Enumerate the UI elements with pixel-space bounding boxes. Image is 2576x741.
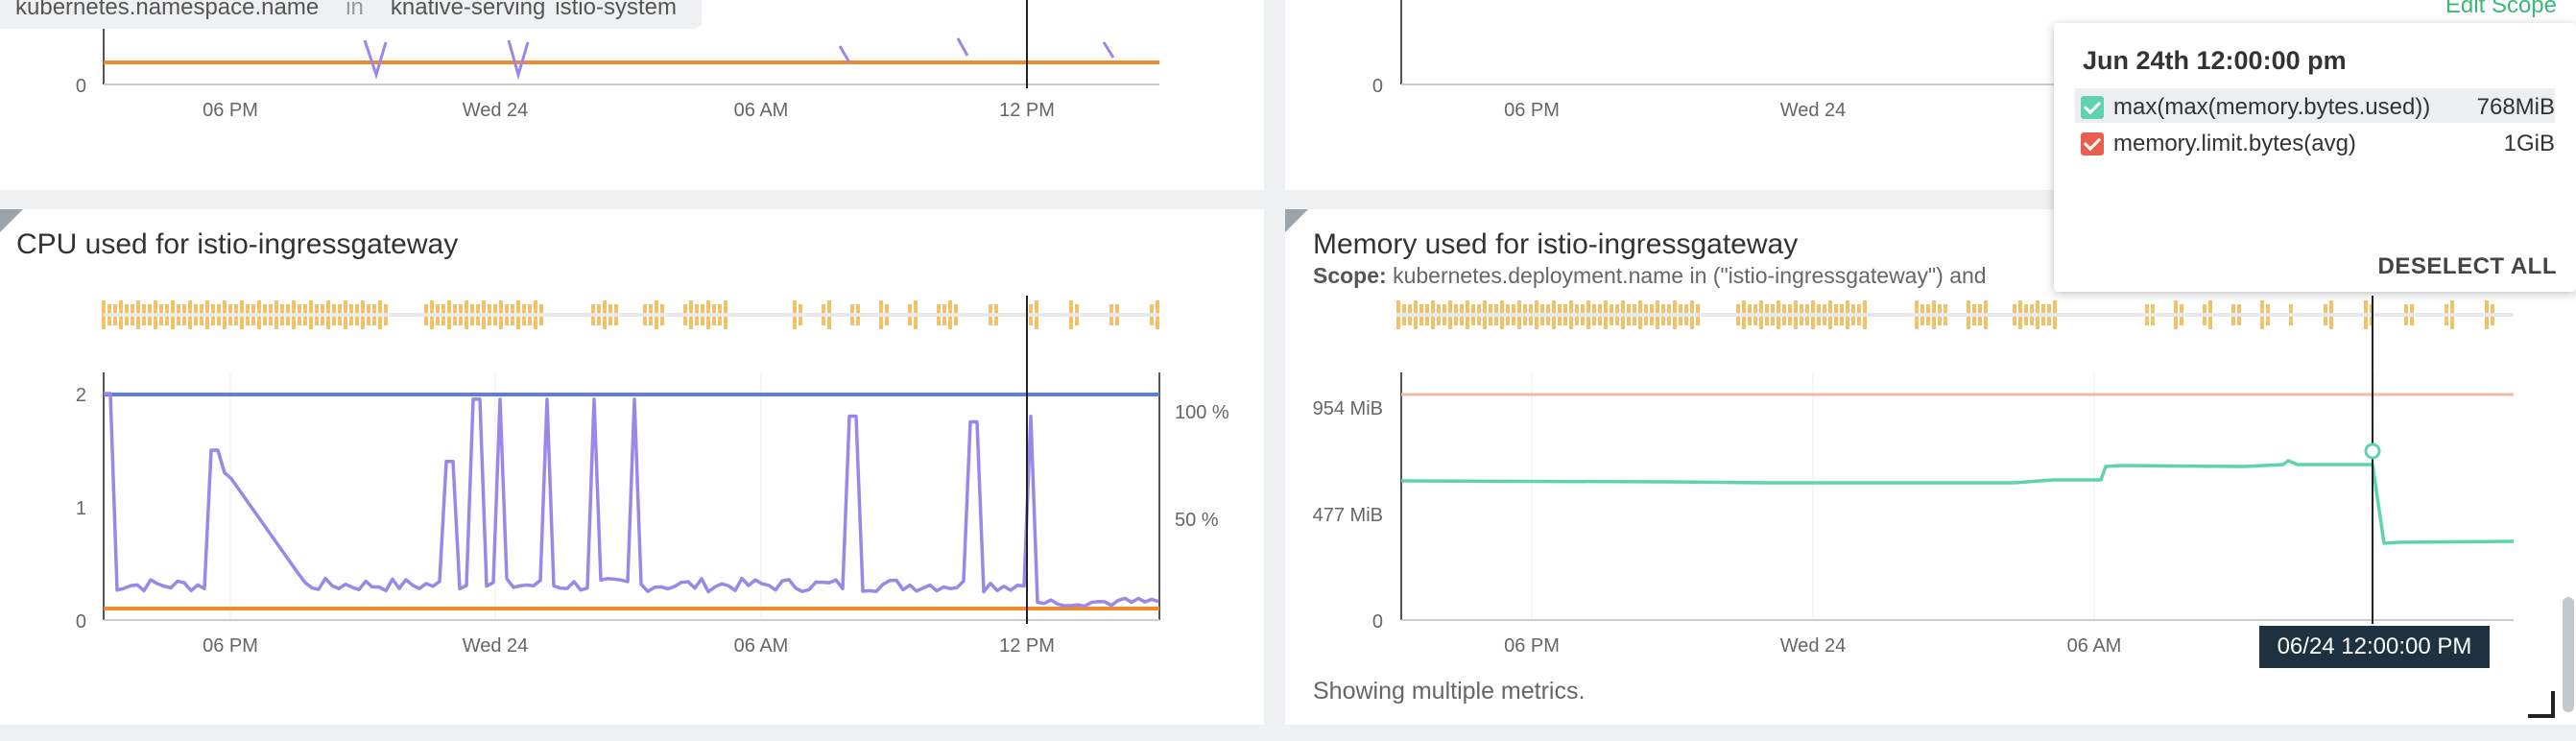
x-tick-12pm: 12 PM <box>999 100 1055 121</box>
cpu-usage-line <box>104 392 1159 609</box>
top-left-chart: 0 06 PM Wed 24 06 AM 12 PM <box>76 0 1159 121</box>
panel-corner-marker <box>1285 209 1308 232</box>
time-cursor-label: 06/24 12:00:00 PM <box>2259 626 2490 668</box>
tooltip-metric-name: memory.limit.bytes(avg) <box>2113 131 2356 156</box>
cpu-panel-title: CPU used for istio-ingressgateway <box>16 228 459 260</box>
scrollbar[interactable] <box>2563 597 2574 712</box>
memory-footnote: Showing multiple metrics. <box>1313 678 1586 705</box>
x-tick-wed24: Wed 24 <box>463 100 529 121</box>
top-left-y-tick: 0 <box>76 76 86 97</box>
resize-handle-icon[interactable] <box>2528 691 2555 718</box>
x-tick-06am: 06 AM <box>734 100 789 121</box>
x-tick-06am: 06 AM <box>2067 635 2122 657</box>
deselect-all-button[interactable]: DESELECT ALL <box>2377 253 2557 279</box>
memory-chart[interactable]: 0 477 MiB 954 MiB 06 PM Wed 24 06 AM <box>1285 209 2576 725</box>
cpu-y-tick-2: 2 <box>76 385 86 406</box>
tooltip-row-memory-used[interactable]: max(max(memory.bytes.used)) 768MiB <box>2075 88 2555 123</box>
scope-value-knative: knative-serving <box>390 0 546 20</box>
memory-usage-line <box>1400 459 2515 545</box>
panel-corner-marker <box>0 209 23 232</box>
x-tick-wed24: Wed 24 <box>1780 635 1847 657</box>
scope-text: kubernetes.deployment.name in ("istio-in… <box>1393 263 1987 288</box>
cpu-chart[interactable]: 0 1 2 50 % 100 % 06 PM Wed 24 06 AM 12 P… <box>0 209 1264 725</box>
memory-y-tick-477: 477 MiB <box>1313 505 1383 526</box>
scope-bar[interactable]: kubernetes.namespace.name in knative-servi… <box>0 0 702 29</box>
tooltip-metric-value: 768MiB <box>2476 94 2555 120</box>
metric-tooltip: Jun 24th 12:00:00 pm max(max(memory.byte… <box>2054 23 2576 292</box>
checkbox-checked-icon[interactable] <box>2081 132 2104 155</box>
x-tick-wed24: Wed 24 <box>1780 100 1847 121</box>
cpu-y2-tick-100: 100 % <box>1175 402 1229 423</box>
x-tick-06pm: 06 PM <box>1504 100 1560 121</box>
edit-scope-link[interactable]: Edit Scope <box>2445 0 2557 18</box>
cpu-y2-tick-50: 50 % <box>1175 510 1219 531</box>
memory-panel-scope: Scope: kubernetes.deployment.name in ("i… <box>1313 263 1987 289</box>
x-tick-06pm: 06 PM <box>203 635 258 657</box>
tooltip-row-memory-limit[interactable]: memory.limit.bytes(avg) 1GiB <box>2075 125 2555 159</box>
scope-operator: in <box>346 0 364 20</box>
cpu-y-tick-1: 1 <box>76 498 86 519</box>
panel-top-left: 0 06 PM Wed 24 06 AM 12 PM <box>0 0 1264 190</box>
tooltip-date: Jun 24th 12:00:00 pm <box>2083 46 2347 75</box>
x-tick-06pm: 06 PM <box>1504 635 1560 657</box>
x-tick-06pm: 06 PM <box>203 100 258 121</box>
top-right-y-tick: 0 <box>1372 76 1383 97</box>
scope-key: kubernetes.namespace.name <box>15 0 320 20</box>
hover-point <box>2364 442 2381 460</box>
x-tick-wed24: Wed 24 <box>463 635 529 657</box>
memory-panel-title: Memory used for istio-ingressgateway <box>1313 228 1799 260</box>
checkbox-checked-icon[interactable] <box>2081 96 2104 119</box>
top-left-usage-line <box>363 37 1115 81</box>
memory-y-tick-954: 954 MiB <box>1313 398 1383 419</box>
cpu-panel: CPU used for istio-ingressgateway 0 1 2 … <box>0 209 1264 725</box>
scope-value-istio: istio-system <box>555 0 677 20</box>
scope-label: Scope: <box>1313 263 1387 288</box>
cpu-y-tick-0: 0 <box>76 611 86 633</box>
memory-y-tick-0: 0 <box>1372 611 1383 633</box>
tooltip-metric-name: max(max(memory.bytes.used)) <box>2113 94 2431 120</box>
tooltip-metric-value: 1GiB <box>2503 131 2555 156</box>
x-tick-12pm: 12 PM <box>999 635 1055 657</box>
x-tick-06am: 06 AM <box>734 635 789 657</box>
